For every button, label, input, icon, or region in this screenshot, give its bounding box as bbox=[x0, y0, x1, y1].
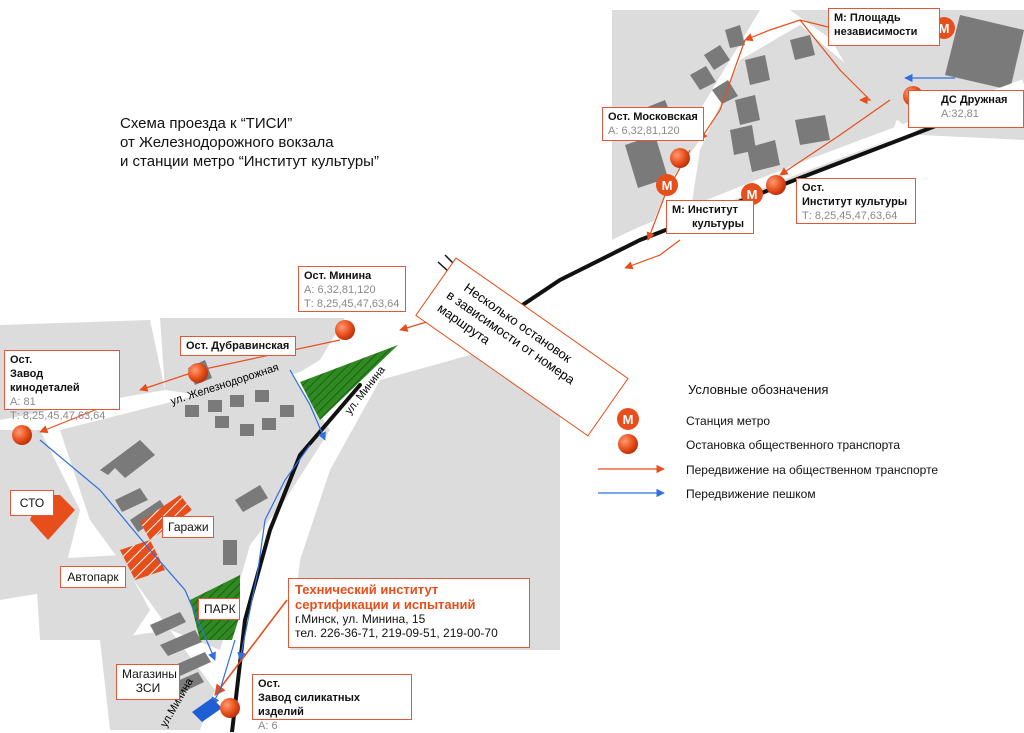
walking-routes bbox=[39, 73, 955, 706]
title-line-1: Схема проезда к “ТИСИ” bbox=[120, 115, 293, 132]
label-routes: А:32,81 bbox=[941, 108, 979, 120]
legend-stop-icon bbox=[618, 434, 638, 454]
label-moskovskaya: Ост. Московская А: 6,32,81,120 bbox=[602, 107, 704, 141]
label-line: Институт культуры bbox=[802, 196, 908, 208]
title-line-2: от Железнодорожного вокзала bbox=[120, 134, 334, 151]
label-park: ПАРК bbox=[198, 598, 240, 620]
legend-transport: Передвижение на общественном транспорте bbox=[686, 463, 939, 477]
destination-building-icon bbox=[192, 698, 222, 722]
label-minina: Ост. Минина А: 6,32,81,120 Т: 8,25,45,47… bbox=[298, 266, 406, 312]
label-routes-t: Т: 8,25,45,47,63,64 bbox=[304, 298, 400, 310]
label-line: Ост. bbox=[258, 678, 281, 690]
label-line: Завод кинодеталей bbox=[10, 368, 80, 394]
label-sto: СТО bbox=[10, 490, 54, 516]
street-white bbox=[497, 79, 1024, 315]
label-text: Гаражи bbox=[168, 520, 209, 534]
striped-blocks bbox=[30, 495, 192, 580]
legend-stop: Остановка общественного транспорта bbox=[686, 438, 901, 452]
label-line: Завод силикатных изделий bbox=[258, 692, 361, 718]
stop-marker-moskovskaya bbox=[670, 148, 690, 168]
destination-address: г.Минск, ул. Минина, 15 bbox=[295, 612, 426, 626]
metro-icon-culture-2 bbox=[741, 183, 763, 205]
garage-block-2 bbox=[120, 540, 165, 580]
label-line: культуры bbox=[692, 218, 745, 230]
stop-marker-kinodetali bbox=[12, 425, 32, 445]
block-southeast bbox=[290, 330, 560, 650]
stop-marker-silicate bbox=[220, 698, 240, 718]
label-line: ЗСИ bbox=[135, 681, 161, 695]
legend-title: Условные обозначения bbox=[688, 382, 829, 397]
label-title: ДС Дружная bbox=[941, 94, 1008, 106]
label-dubravinskaya: Ост. Дубравинская bbox=[180, 336, 296, 356]
stop-marker-dubravinskaya bbox=[188, 363, 208, 383]
title-line-3: и станции метро “Институт культуры” bbox=[120, 153, 379, 170]
destination-box: Технический институт сертификации и испы… bbox=[288, 578, 530, 648]
block-triangle bbox=[60, 372, 330, 650]
label-routes: Т: 8,25,45,47,63,64 bbox=[802, 210, 898, 222]
metro-icon-culture-1 bbox=[656, 174, 678, 196]
metro-glyph: М bbox=[747, 187, 758, 202]
stop-markers bbox=[12, 86, 923, 718]
destination-name-2: сертификации и испытаний bbox=[295, 597, 476, 612]
legend-metro: Станция метро bbox=[686, 414, 771, 428]
metro-glyph: М bbox=[939, 21, 950, 36]
label-title: Ост. Дубравинская bbox=[186, 340, 290, 352]
label-routes-a: А: 81 bbox=[10, 396, 36, 408]
label-text: ПАРК bbox=[204, 602, 236, 616]
label-inst-culture: Ост. Институт культуры Т: 8,25,45,47,63,… bbox=[796, 178, 916, 224]
stop-marker-minina bbox=[335, 320, 355, 340]
destination-phones: тел. 226-36-71, 219-09-51, 219-00-70 bbox=[295, 626, 498, 640]
label-kinodetali: Ост. Завод кинодеталей А: 81 Т: 8,25,45,… bbox=[4, 350, 120, 422]
label-text: Автопарк bbox=[67, 570, 119, 584]
map-title: Схема проезда к “ТИСИ” от Железнодорожно… bbox=[120, 114, 379, 171]
label-metro-square: М: Площадь независимости bbox=[828, 8, 940, 46]
label-routes-t: Т: 8,25,45,47,63,64 bbox=[10, 410, 106, 422]
label-line: М: Площадь bbox=[834, 12, 901, 24]
label-garages: Гаражи bbox=[162, 516, 214, 538]
label-line: Ост. bbox=[802, 182, 825, 194]
label-title: Ост. Московская bbox=[608, 111, 698, 123]
destination-name-1: Технический институт bbox=[295, 582, 439, 597]
label-autopark: Автопарк bbox=[60, 566, 126, 588]
green-triangle bbox=[300, 345, 398, 420]
label-line: Ост. bbox=[10, 354, 33, 366]
label-ds-druzhnaya: ДС Дружная А:32,81 bbox=[908, 90, 1024, 128]
label-silicate: Ост. Завод силикатных изделий А: 6 bbox=[252, 674, 412, 732]
building-square bbox=[945, 15, 1024, 90]
label-line: Магазины bbox=[122, 667, 177, 681]
metro-glyph: М bbox=[623, 412, 634, 427]
label-metro-culture: М: Институт культуры bbox=[666, 200, 754, 234]
label-title: Ост. Минина bbox=[304, 270, 372, 282]
legend-metro-icon bbox=[617, 408, 639, 430]
stop-marker-culture bbox=[766, 175, 786, 195]
label-shops: Магазины ЗСИ bbox=[116, 664, 180, 700]
label-line: М: Институт bbox=[672, 204, 738, 216]
legend-walk: Передвижение пешком bbox=[686, 487, 816, 501]
label-routes: А: 6,32,81,120 bbox=[608, 125, 680, 137]
label-text: СТО bbox=[19, 496, 45, 510]
label-routes-a: А: 6,32,81,120 bbox=[304, 284, 376, 296]
label-routes: А: 6 bbox=[258, 720, 278, 732]
label-line: независимости bbox=[834, 26, 918, 38]
metro-glyph: М bbox=[662, 178, 673, 193]
